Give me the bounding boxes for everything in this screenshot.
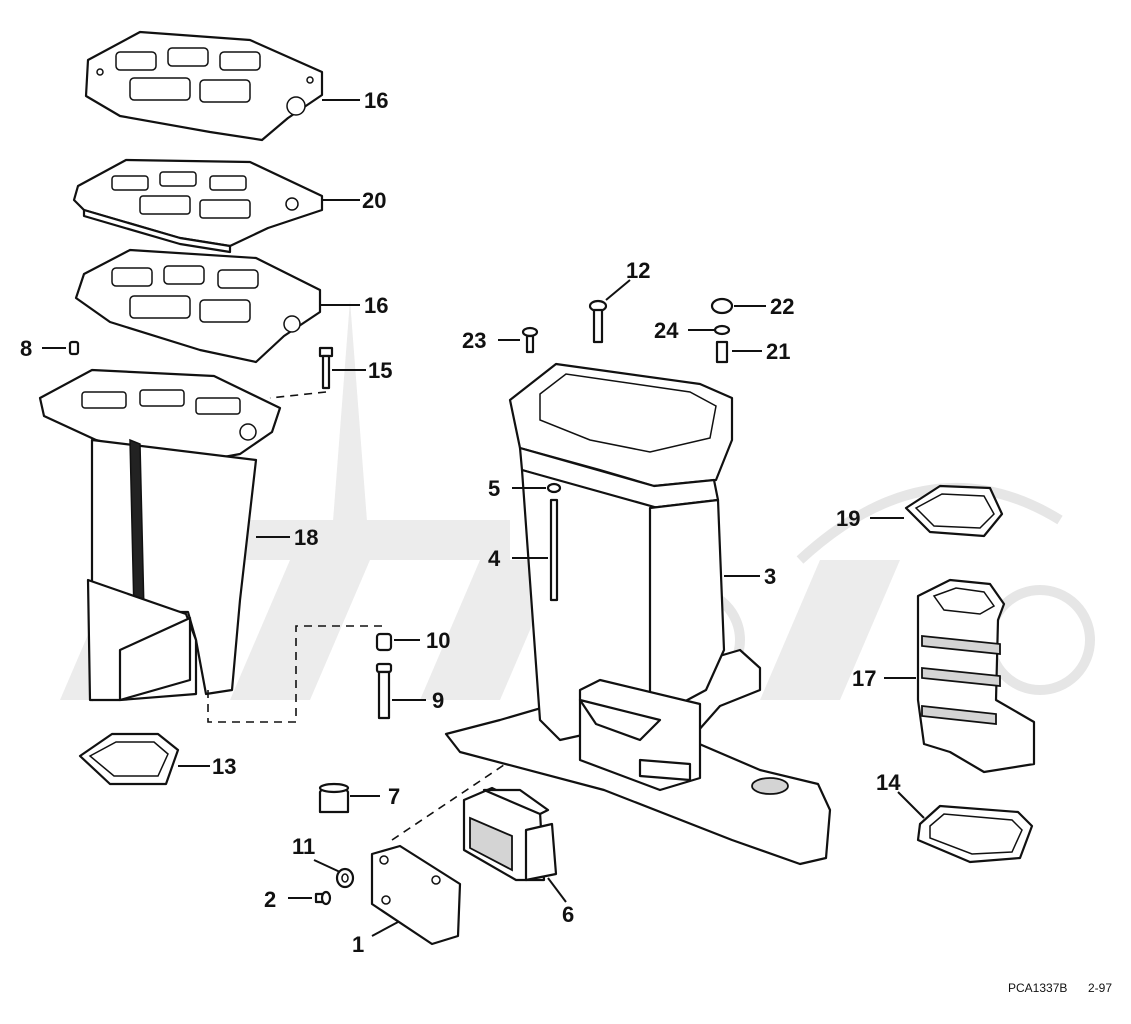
callout-labels: 1 2 3 4 5 6 7 8 9 10 11 12 13 14 15 16 1…	[20, 88, 901, 957]
callout-22: 22	[770, 294, 794, 319]
callout-2: 2	[264, 887, 276, 912]
callout-19: 19	[836, 506, 860, 531]
callout-11: 11	[292, 834, 315, 859]
bolt-12	[588, 299, 608, 344]
bracket-6	[462, 786, 558, 882]
nut-22	[710, 297, 734, 315]
seal-19	[904, 484, 1004, 538]
seal-14	[916, 804, 1034, 864]
stud-21	[715, 340, 729, 364]
callout-10: 10	[426, 628, 450, 653]
callout-15: 15	[368, 358, 392, 383]
washer-24	[713, 324, 731, 336]
bolt-23	[521, 326, 539, 354]
callout-9: 9	[432, 688, 444, 713]
callout-17: 17	[852, 666, 876, 691]
tube-9	[375, 662, 393, 720]
leader-lines	[42, 99, 925, 937]
callout-7: 7	[388, 784, 400, 809]
callout-14: 14	[876, 770, 901, 795]
gasket-16-mid	[74, 248, 322, 364]
callout-12: 12	[626, 258, 650, 283]
callout-18: 18	[294, 525, 318, 550]
screw-15	[318, 346, 334, 390]
exhaust-tube-17	[916, 578, 1036, 774]
dash-9-10	[207, 625, 382, 723]
cover-1	[370, 844, 462, 946]
callout-1: 1	[352, 932, 364, 957]
washer-11	[335, 867, 355, 889]
callout-3: 3	[764, 564, 776, 589]
callout-16-top: 16	[364, 88, 388, 113]
screw-2	[314, 890, 332, 906]
callout-16-mid: 16	[364, 293, 388, 318]
callout-21: 21	[766, 339, 790, 364]
cap-10	[375, 632, 393, 652]
cap-7	[318, 782, 350, 814]
callout-5: 5	[488, 476, 500, 501]
callout-6: 6	[562, 902, 574, 927]
revision-code: 2-97	[1088, 981, 1112, 995]
seal-13	[78, 732, 180, 786]
callout-23: 23	[462, 328, 486, 353]
callout-13: 13	[212, 754, 236, 779]
callout-8: 8	[20, 336, 32, 361]
pin-8	[68, 340, 80, 356]
callout-24: 24	[654, 318, 679, 343]
gasket-16-top	[84, 30, 324, 142]
reference-code: PCA1337B	[1008, 981, 1067, 995]
plate-20	[72, 158, 324, 254]
rod-4	[549, 498, 559, 602]
callout-20: 20	[362, 188, 386, 213]
callout-4: 4	[488, 546, 501, 571]
exhaust-housing-18	[38, 368, 282, 702]
clip-5	[546, 482, 562, 494]
dash-15	[269, 391, 327, 399]
